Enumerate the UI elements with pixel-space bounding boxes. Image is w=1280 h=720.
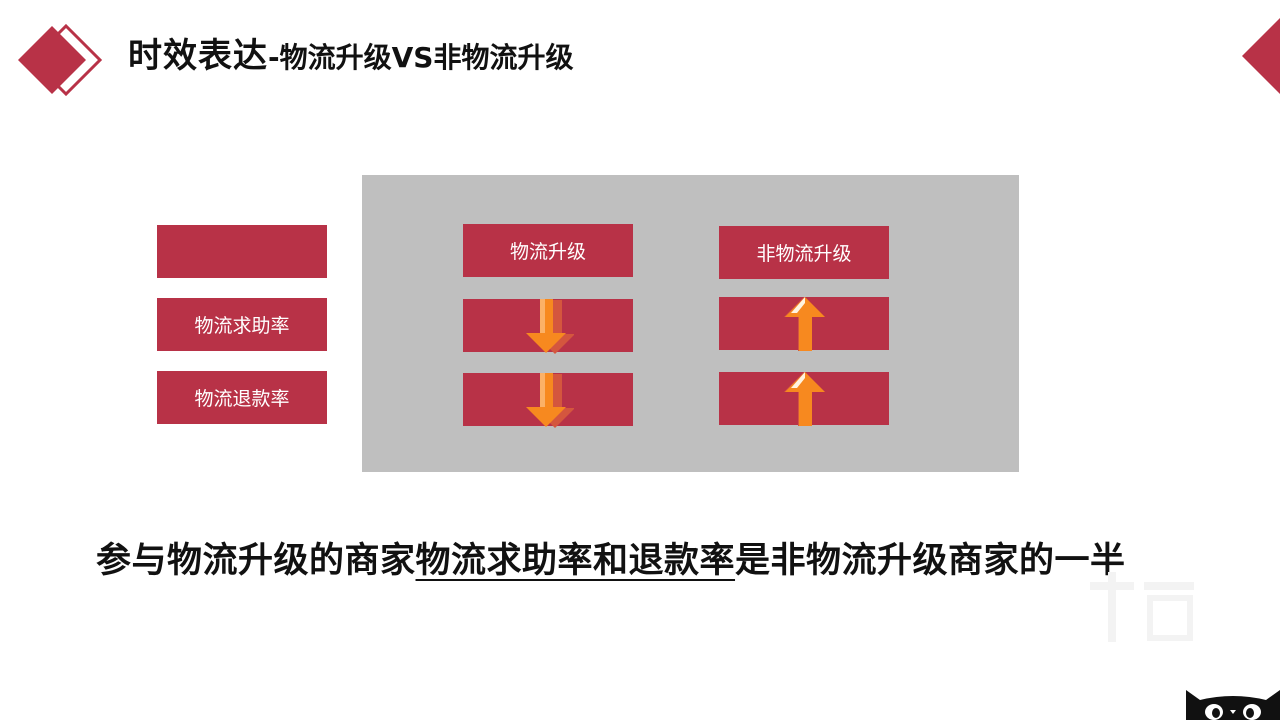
conclusion-text: 参与物流升级的商家物流求助率和退款率是非物流升级商家的一半 [96, 532, 1126, 583]
slide-title: 时效表达-物流升级VS非物流升级 [128, 28, 573, 77]
down-arrow-icon [526, 299, 574, 354]
column-header-non-logistics-upgrade: 非物流升级 [719, 226, 889, 279]
up-arrow-icon [784, 372, 825, 426]
corner-diamond-icon [1242, 18, 1280, 94]
title-sub: -物流升级VS非物流升级 [268, 41, 574, 74]
diamond-logo-icon [18, 23, 103, 96]
column-header-logistics-upgrade: 物流升级 [463, 224, 633, 277]
comparison-panel [362, 175, 1019, 472]
watermark-logo-icon [1090, 572, 1194, 642]
up-arrow-icon [784, 297, 825, 351]
row-label-blank [157, 225, 327, 278]
conclusion-after: 是非物流升级商家的一半 [735, 541, 1126, 581]
row-label-refund-rate: 物流退款率 [157, 371, 327, 424]
row-label-help-rate: 物流求助率 [157, 298, 327, 351]
title-main: 时效表达 [128, 36, 268, 76]
down-arrow-icon [526, 373, 574, 428]
cat-mascot-icon [1186, 690, 1280, 720]
conclusion-before: 参与物流升级的商家 [96, 541, 416, 581]
conclusion-highlight: 物流求助率和退款率 [415, 541, 736, 581]
